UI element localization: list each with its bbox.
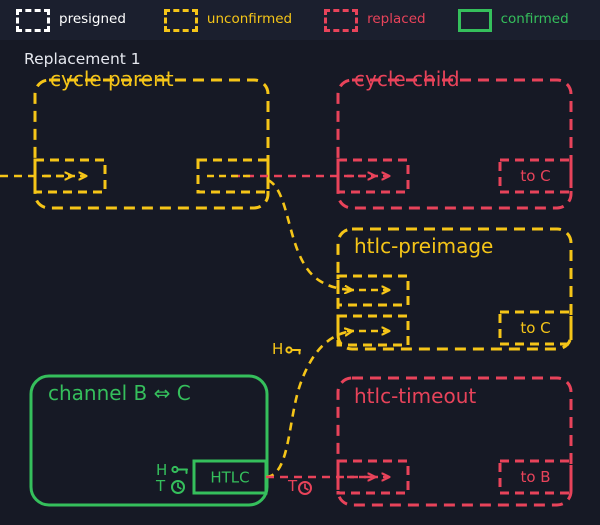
node-cycle-child-output-0-box (498, 158, 573, 194)
legend-label-unconfirmed: unconfirmed (206, 11, 293, 28)
node-htlc-timeout-output-0[interactable]: to B (498, 459, 573, 495)
node-cycle-child-output-0-label: to C (520, 167, 550, 185)
node-htlc-preimage-output-0-label: to C (520, 319, 550, 337)
node-cycle-child-outline (336, 78, 573, 210)
key-icon (171, 465, 188, 474)
legend: presigned unconfirmed replaced confirmed (0, 0, 600, 40)
legend-label-confirmed: confirmed (500, 11, 569, 28)
solid-green-rect-icon (457, 8, 492, 32)
node-channel-b-c[interactable]: channel B ⇔ C HTLC H T (29, 374, 269, 507)
legend-label-presigned: presigned (59, 11, 126, 28)
key-icon-yellow (285, 346, 301, 355)
transaction-graph: Replacement 1 cycle parent cycle child t… (0, 40, 600, 525)
node-cycle-parent-output-0[interactable] (196, 158, 270, 194)
legend-label-replaced: replaced (367, 11, 426, 28)
node-htlc-preimage-input-0[interactable] (336, 274, 410, 307)
edge-channel-to-htlc-preimage: H (265, 331, 352, 479)
edge-channel-to-htlc-timeout: T (266, 465, 375, 495)
node-htlc-timeout-title: htlc-timeout (354, 384, 476, 408)
node-channel-b-c-output-htlc-label: HTLC (210, 469, 249, 487)
node-channel-b-c-title: channel B ⇔ C (48, 381, 191, 405)
node-channel-b-c-output-htlc[interactable]: HTLC (192, 459, 268, 495)
clock-icon (171, 480, 185, 494)
node-cycle-parent-title: cycle parent (50, 67, 174, 91)
hash-condition-label-yellow: H (272, 340, 283, 358)
node-htlc-timeout[interactable]: htlc-timeout to B (336, 376, 573, 507)
node-htlc-preimage[interactable]: htlc-preimage to C (336, 227, 573, 351)
node-htlc-preimage-title: htlc-preimage (354, 234, 493, 258)
node-htlc-preimage-input-1[interactable] (336, 314, 410, 347)
node-htlc-preimage-output-0-box (498, 310, 573, 346)
node-cycle-child[interactable]: cycle child to C (336, 67, 573, 210)
node-cycle-child-title: cycle child (354, 67, 460, 91)
node-htlc-timeout-output-0-label: to B (520, 468, 550, 486)
node-cycle-child-output-0[interactable]: to C (498, 158, 573, 194)
node-htlc-timeout-outline (336, 376, 573, 507)
slot-arrows (44, 176, 389, 477)
node-channel-b-c-outline (29, 374, 269, 507)
clock-icon-red (298, 481, 312, 495)
legend-item-unconfirmed: unconfirmed (163, 0, 293, 40)
node-cycle-parent-outline (33, 78, 270, 210)
legend-item-replaced: replaced (324, 0, 426, 40)
dashed-red-rect-icon (324, 8, 359, 32)
node-htlc-timeout-output-0-box (498, 459, 573, 495)
node-cycle-parent[interactable]: cycle parent (33, 67, 270, 210)
timeout-condition-label-red: T (287, 477, 298, 495)
legend-item-presigned: presigned (16, 0, 126, 40)
timeout-condition-label-green: T (155, 477, 166, 495)
htlc-conditions-green: H T (155, 461, 188, 495)
dashed-yellow-rect-icon (163, 8, 198, 32)
legend-item-confirmed: confirmed (457, 0, 569, 40)
hash-condition-label-green: H (156, 461, 167, 479)
node-htlc-preimage-output-0[interactable]: to C (498, 310, 573, 346)
page-title: Replacement 1 (24, 50, 141, 68)
dashed-white-rect-icon (16, 8, 50, 32)
